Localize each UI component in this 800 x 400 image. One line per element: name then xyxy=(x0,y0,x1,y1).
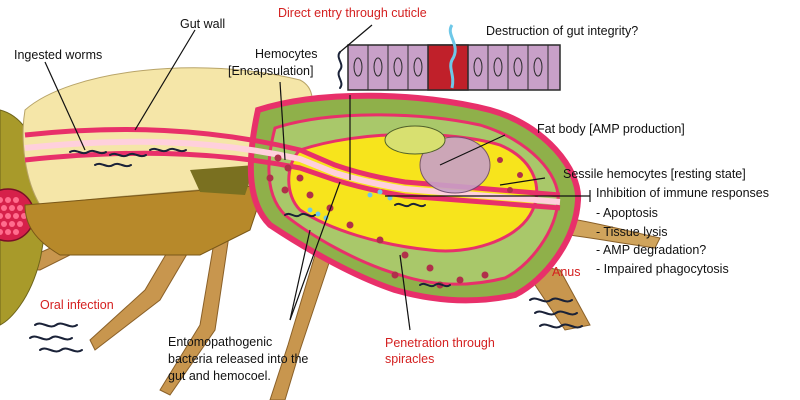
label-spiracles-2: spiracles xyxy=(385,352,435,366)
thorax-dark-plate xyxy=(190,165,255,195)
label-inhibition: Inhibition of immune responses xyxy=(596,186,770,200)
label-oral-infection: Oral infection xyxy=(40,298,114,312)
effect-amp-degradation: - AMP degradation? xyxy=(596,243,707,257)
label-bacteria-1: Entomopathogenic xyxy=(168,335,273,349)
effect-tissue-lysis: - Tissue lysis xyxy=(596,224,668,239)
effect-impaired-phagocytosis: - Impaired phagocytosis xyxy=(596,261,729,276)
label-gut-wall: Gut wall xyxy=(180,17,226,31)
label-ingested-worms: Ingested worms xyxy=(14,48,103,62)
label-sessile-hemocytes: Sessile hemocytes [resting state] xyxy=(563,167,746,181)
label-fat-body: Fat body [AMP production] xyxy=(537,122,685,136)
gut-tube xyxy=(24,127,561,198)
label-direct-entry: Direct entry through cuticle xyxy=(278,6,427,20)
label-encapsulation: [Encapsulation] xyxy=(228,64,314,78)
leader-lines xyxy=(44,24,591,331)
label-anus: Anus xyxy=(552,265,581,279)
inhibition-effects-list: - Apoptosis - Tissue lysis - AMP degrada… xyxy=(596,204,729,278)
effect-apoptosis: - Apoptosis xyxy=(596,206,658,220)
thorax-lower xyxy=(24,184,266,256)
label-destruction: Destruction of gut integrity? xyxy=(486,24,639,38)
eye-facets xyxy=(0,197,27,235)
gut-lumen xyxy=(24,138,561,205)
label-hemocytes: Hemocytes xyxy=(255,47,318,61)
label-bacteria-2: bacteria released into the xyxy=(168,352,309,366)
gut-tube-lower xyxy=(24,150,561,211)
worms xyxy=(29,147,583,353)
label-bacteria-3: gut and hemocoel. xyxy=(168,369,271,383)
cuticle-entry-worm xyxy=(337,51,343,89)
sessile-hemocytes xyxy=(384,125,491,194)
label-spiracles-1: Penetration through xyxy=(385,336,495,350)
hemocytes xyxy=(266,154,523,289)
gut-epithelium xyxy=(347,24,561,91)
